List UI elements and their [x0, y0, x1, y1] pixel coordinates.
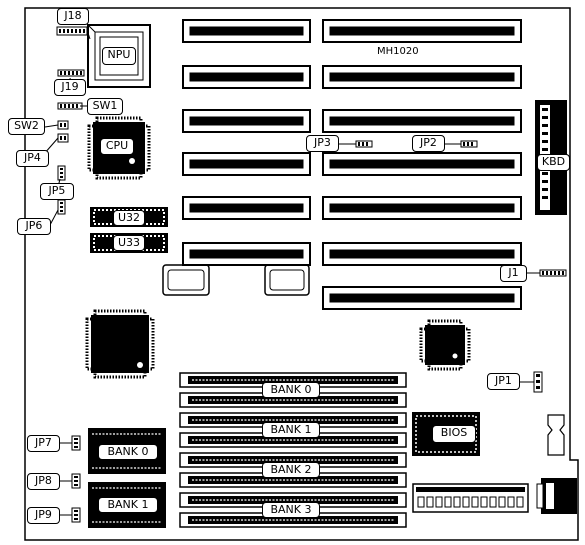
u33-label: U33	[113, 235, 145, 251]
crystal-right	[264, 264, 310, 296]
right-bank1-label: BANK 1	[262, 422, 320, 438]
sw2-header	[57, 120, 69, 130]
power-connector	[412, 483, 529, 513]
simm-slots-left	[88, 428, 166, 528]
jp1-header	[533, 371, 543, 393]
rear-connector	[536, 478, 577, 514]
jp2-label: JP2	[412, 135, 445, 152]
jp5-label: JP5	[40, 183, 74, 200]
chipset-large	[85, 309, 155, 379]
jp8-label: JP8	[27, 473, 60, 490]
j1-header	[539, 269, 567, 277]
cpu-label: CPU	[100, 138, 134, 155]
bios-label: BIOS	[432, 425, 476, 443]
npu-socket	[87, 24, 151, 88]
jp1-label: JP1	[487, 373, 520, 390]
jp7-header	[71, 435, 81, 451]
jp8-header	[71, 473, 81, 489]
j18-label: J18	[57, 8, 89, 25]
jp6-label: JP6	[17, 218, 51, 235]
jp3-label: JP3	[306, 135, 339, 152]
j18-header	[56, 26, 88, 36]
sw1-switch	[57, 102, 83, 110]
battery	[547, 414, 565, 456]
jp7-label: JP7	[27, 435, 60, 452]
j1-label: J1	[500, 265, 527, 282]
npu-label: NPU	[102, 47, 136, 65]
jp9-header	[71, 507, 81, 523]
sw1-label: SW1	[87, 98, 123, 115]
crystal-left	[162, 264, 210, 296]
chipset-small	[419, 319, 471, 371]
expansion-slots-right	[322, 19, 522, 310]
right-bank2-label: BANK 2	[262, 462, 320, 478]
left-bank0-label: BANK 0	[98, 444, 158, 460]
jp9-label: JP9	[27, 507, 60, 524]
right-bank3-label: BANK 3	[262, 502, 320, 518]
jp2-header	[460, 140, 478, 148]
board-model-label: MH1020	[377, 46, 419, 57]
jp5-header	[57, 165, 66, 181]
j19-header	[57, 69, 85, 77]
jp4-header	[57, 133, 69, 143]
u32-label: U32	[113, 210, 145, 226]
jp4-label: JP4	[16, 150, 49, 167]
simm-slots-right	[179, 372, 407, 528]
sw2-label: SW2	[8, 118, 45, 135]
jp6-header	[57, 199, 66, 215]
left-bank1-label: BANK 1	[98, 497, 158, 513]
kbd-label: KBD	[537, 154, 570, 171]
board-outline	[24, 7, 579, 541]
j19-label: J19	[54, 79, 86, 96]
right-bank0-label: BANK 0	[262, 382, 320, 398]
expansion-slots-left	[182, 19, 311, 266]
jp3-header	[355, 140, 373, 148]
